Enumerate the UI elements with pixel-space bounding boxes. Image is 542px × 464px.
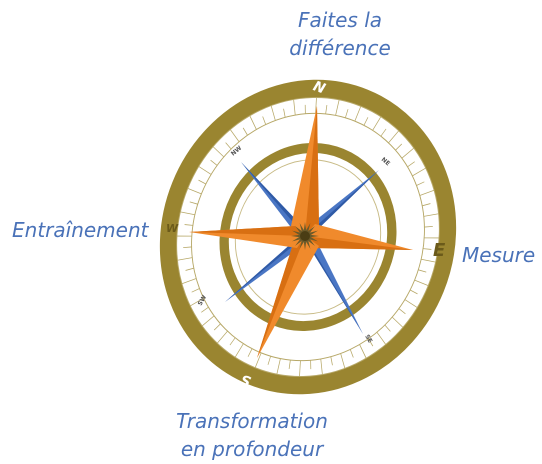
label-top-line1: Faites la bbox=[298, 8, 382, 32]
tick-mark bbox=[191, 288, 200, 293]
tick-mark bbox=[198, 166, 212, 175]
tick-mark bbox=[418, 269, 427, 273]
compass bbox=[159, 79, 457, 395]
label-left: Entraînement bbox=[12, 218, 150, 242]
tick-mark bbox=[395, 143, 403, 151]
tick-mark bbox=[229, 337, 236, 346]
tick-mark bbox=[234, 343, 244, 358]
tick-mark bbox=[414, 279, 429, 286]
label-west: W bbox=[166, 222, 179, 235]
label-ne: NE bbox=[380, 156, 391, 167]
tick-mark bbox=[180, 211, 195, 216]
point-se-shade bbox=[305, 236, 363, 334]
point-south bbox=[257, 236, 319, 358]
tick-mark bbox=[401, 147, 415, 159]
tick-mark bbox=[416, 181, 425, 186]
tick-mark bbox=[293, 99, 296, 116]
tick-mark bbox=[201, 315, 215, 327]
tick-mark bbox=[372, 116, 382, 131]
tick-mark bbox=[267, 356, 271, 365]
tick-mark bbox=[247, 348, 253, 357]
label-sw: SW bbox=[197, 294, 209, 307]
tick-mark bbox=[190, 297, 204, 307]
label-right: Mesure bbox=[462, 243, 535, 267]
tick-mark bbox=[216, 330, 228, 344]
tick-mark bbox=[409, 289, 418, 295]
point-sw-shade bbox=[225, 236, 305, 302]
point-ne-shade bbox=[305, 170, 379, 236]
tick-mark bbox=[304, 104, 306, 114]
tick-mark bbox=[185, 267, 194, 271]
tick-mark bbox=[376, 332, 387, 345]
tick-mark bbox=[359, 344, 367, 359]
tick-mark bbox=[283, 108, 286, 118]
tick-mark bbox=[423, 248, 432, 250]
tick-mark bbox=[398, 308, 406, 315]
tick-mark bbox=[198, 179, 207, 185]
tick-mark bbox=[340, 353, 346, 369]
tick-mark bbox=[262, 116, 267, 125]
point-nw-shade bbox=[241, 162, 305, 236]
tick-mark bbox=[276, 358, 281, 375]
label-east: E bbox=[433, 240, 446, 261]
tick-mark bbox=[315, 97, 317, 114]
tick-mark bbox=[384, 324, 391, 332]
tick-mark bbox=[187, 188, 202, 195]
tick-mark bbox=[345, 109, 349, 118]
center-dot bbox=[300, 231, 310, 241]
tick-mark bbox=[422, 203, 431, 207]
tick-mark bbox=[212, 146, 225, 158]
tick-mark bbox=[349, 349, 354, 358]
tick-mark bbox=[213, 323, 221, 331]
tick-mark bbox=[310, 360, 312, 370]
tick-mark bbox=[177, 257, 193, 261]
tick-mark bbox=[210, 159, 218, 166]
tick-mark bbox=[181, 278, 197, 285]
tick-mark bbox=[404, 299, 418, 308]
tick-mark bbox=[242, 127, 248, 136]
tick-mark bbox=[201, 306, 209, 313]
tick-mark bbox=[424, 237, 440, 239]
label-bottom-line2: en profondeur bbox=[181, 437, 325, 461]
tick-mark bbox=[380, 128, 387, 137]
ticks bbox=[176, 97, 440, 377]
point-north-shade bbox=[305, 106, 319, 236]
tick-mark bbox=[288, 360, 291, 369]
tick-mark bbox=[183, 246, 192, 249]
tick-mark bbox=[424, 225, 433, 228]
tick-mark bbox=[229, 129, 240, 142]
tick-mark bbox=[407, 161, 415, 168]
tick-mark bbox=[330, 356, 333, 366]
tick-mark bbox=[412, 167, 426, 177]
label-se: SE bbox=[363, 334, 373, 345]
label-north: N bbox=[311, 78, 328, 97]
tick-mark bbox=[391, 316, 404, 328]
tick-mark bbox=[270, 105, 276, 121]
tick-mark bbox=[225, 142, 232, 150]
tick-mark bbox=[421, 258, 436, 263]
point-south-shade bbox=[257, 236, 305, 358]
tick-mark bbox=[299, 360, 301, 377]
tick-mark bbox=[335, 99, 340, 116]
tick-mark bbox=[320, 358, 323, 375]
point-west-shade bbox=[189, 226, 305, 236]
tick-mark bbox=[423, 213, 439, 217]
tick-mark bbox=[419, 189, 435, 196]
tick-mark bbox=[363, 117, 369, 126]
compass-star: NW NE SE SW bbox=[189, 106, 413, 358]
label-bottom-line1: Transformation bbox=[176, 409, 328, 433]
tick-mark bbox=[354, 106, 362, 122]
tick-mark bbox=[368, 338, 374, 347]
tick-mark bbox=[176, 235, 192, 237]
tick-mark bbox=[249, 115, 257, 130]
tick-mark bbox=[189, 201, 198, 205]
outer-ring bbox=[159, 79, 457, 395]
tick-mark bbox=[325, 105, 328, 114]
tick-mark bbox=[388, 130, 400, 144]
point-east-shade bbox=[305, 236, 413, 250]
tick-mark bbox=[184, 224, 193, 226]
tick-mark bbox=[254, 352, 262, 368]
label-top-line2: différence bbox=[289, 36, 391, 60]
